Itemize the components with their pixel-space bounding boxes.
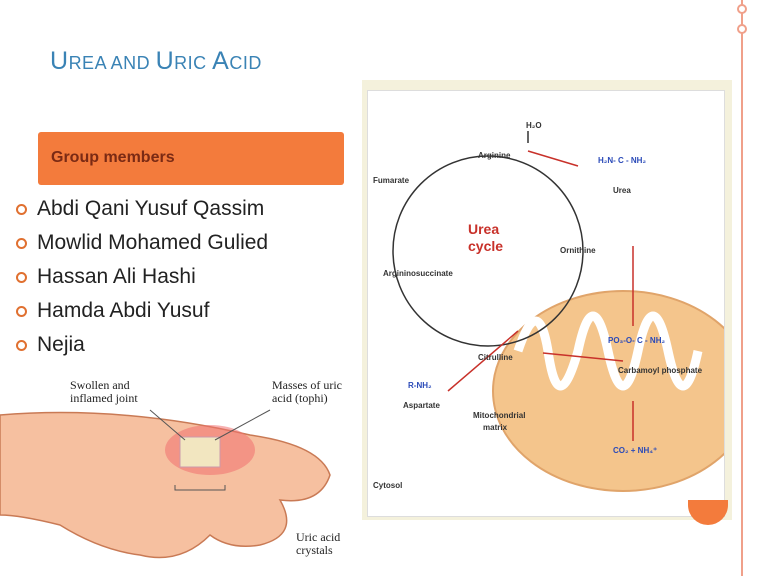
cycle-circle	[392, 155, 584, 347]
crystals-bracket	[174, 485, 226, 491]
cycle-line: cycle	[468, 238, 504, 254]
member-name: Mowlid Mohamed Gulied	[37, 231, 269, 254]
label-fumarate: Fumarate	[373, 176, 410, 185]
members-list: Abdi Qani Yusuf Qassim Mowlid Mohamed Gu…	[10, 192, 268, 362]
label-line: Uric acid	[296, 530, 341, 544]
label-line: inflamed joint	[70, 391, 138, 405]
label-aspartate: Aspartate	[403, 401, 440, 410]
cycle-line: Urea	[468, 221, 500, 237]
bullet-icon	[16, 339, 27, 351]
label-carbamoyl-formula: PO₃-O- C - NH₂	[608, 336, 666, 345]
member-item: Hamda Abdi Yusuf	[10, 294, 268, 328]
label-cytosol: Cytosol	[373, 481, 403, 490]
label-urea-formula: H₂N- C - NH₂	[598, 156, 646, 165]
joint-crystals	[179, 436, 221, 468]
bullet-icon	[16, 203, 27, 215]
title-initial: U	[50, 47, 69, 75]
pointer-line	[214, 409, 271, 441]
label-arginine: Arginine	[478, 151, 511, 160]
foot-graphic	[0, 409, 331, 559]
label-ornithine: Ornithine	[560, 246, 596, 255]
member-item: Nejia	[10, 328, 268, 362]
slide-title: UREA AND URIC ACID	[50, 47, 262, 76]
arrow-urea	[527, 150, 579, 167]
label-h2o: H₂O	[526, 121, 542, 130]
urea-cycle-graphic	[392, 131, 724, 492]
title-initial: A	[212, 47, 230, 75]
title-part: REA AND	[68, 53, 156, 73]
member-name: Nejia	[37, 333, 85, 356]
title-part: CID	[229, 53, 262, 73]
urea-cycle-diagram: H₂O Arginine Fumarate H₂N- C - NH₂ Urea …	[367, 90, 725, 517]
label-urea: Urea	[613, 186, 631, 195]
mitochondrion-cristae	[513, 311, 703, 391]
member-name: Hamda Abdi Yusuf	[37, 299, 210, 322]
label-line: acid (tophi)	[272, 391, 328, 405]
label-argininosuccinate: Argininosuccinate	[383, 269, 453, 278]
label-line: Swollen and	[70, 378, 130, 392]
group-members-label: Group members	[51, 149, 175, 166]
slide-rule-dot	[737, 24, 747, 34]
label-mito-2: matrix	[483, 423, 508, 432]
arrow-aspartate	[447, 330, 519, 392]
label-line: crystals	[296, 543, 333, 557]
label-rnh2: R-NH₂	[408, 381, 432, 390]
label-mito-1: Mitochondrial	[473, 411, 526, 420]
slide-rule-dot	[737, 4, 747, 14]
bullet-icon	[16, 271, 27, 283]
pointer-line	[149, 409, 186, 441]
bullet-icon	[16, 237, 27, 249]
slide-decoration	[688, 500, 728, 525]
label-line: Masses of uric	[272, 378, 342, 392]
label-co2: CO₂ + NH₄⁺	[613, 446, 658, 455]
slide-right-rule	[741, 0, 743, 576]
urea-cycle-figure: H₂O Arginine Fumarate H₂N- C - NH₂ Urea …	[362, 80, 732, 520]
member-name: Abdi Qani Yusuf Qassim	[37, 197, 265, 220]
arrow-citrulline	[542, 352, 624, 362]
member-item: Hassan Ali Hashi	[10, 260, 268, 294]
label-carbamoyl: Carbamoyl phosphate	[618, 366, 703, 375]
foot-shape	[0, 411, 331, 559]
bullet-icon	[16, 305, 27, 317]
member-item: Abdi Qani Yusuf Qassim	[10, 192, 268, 226]
label-citrulline: Citrulline	[478, 353, 513, 362]
title-part: RIC	[174, 53, 213, 73]
member-item: Mowlid Mohamed Gulied	[10, 226, 268, 260]
title-initial: U	[155, 47, 175, 75]
member-name: Hassan Ali Hashi	[37, 265, 196, 288]
group-members-box: Group members	[38, 132, 344, 185]
